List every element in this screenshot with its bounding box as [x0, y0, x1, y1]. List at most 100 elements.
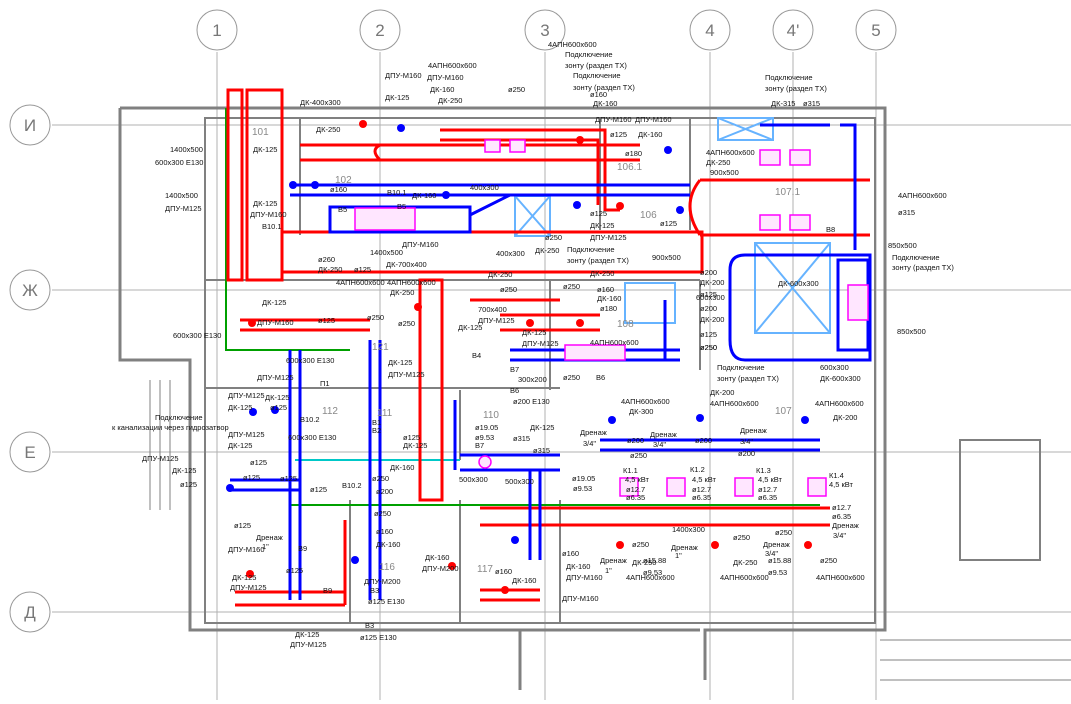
annotation-label: ДК-600x300	[778, 279, 819, 288]
annotation-label: ДК-160	[512, 576, 536, 585]
annotation-label: ДК-700x400	[386, 260, 427, 269]
annotation-label: 500x300	[459, 475, 488, 484]
annotation-label: зонту (раздел ТХ)	[717, 374, 779, 383]
annotation-label: ДК-125	[172, 466, 196, 475]
annotation-label: ø250	[700, 343, 717, 352]
annotation-label: 4,5 кВт	[758, 475, 783, 484]
annotation-label: ø180	[600, 304, 617, 313]
annotation-label: Дренаж	[650, 430, 677, 439]
annotation-label: ДК-125	[265, 393, 289, 402]
drain-lines	[225, 108, 820, 506]
annotation-label: 4АПН600x600	[336, 278, 385, 287]
annotation-label: ø12.7	[758, 485, 777, 494]
annotation-label: 4АПН600x600	[626, 573, 675, 582]
annotation-label: В5	[338, 205, 347, 214]
annotation-label: ø125	[590, 209, 607, 218]
annotation-label: ДК-300	[629, 407, 653, 416]
axis-label-d: Д	[24, 603, 36, 622]
room-number: 116	[379, 562, 395, 573]
annotation-label: К1.1	[623, 466, 638, 475]
annotation-label: ø6.35	[692, 493, 711, 502]
annotation-label: ø9.53	[475, 433, 494, 442]
annotation-label: зонту (раздел ТХ)	[565, 61, 627, 70]
annotation-label: ø315	[533, 446, 550, 455]
annotation-label: В2	[372, 426, 381, 435]
room-number: 111	[377, 408, 393, 419]
annotation-label: 4,5 кВт	[625, 475, 650, 484]
annotation-label: ø250	[630, 451, 647, 460]
annotation-label: 1"	[605, 566, 612, 575]
annotation-label: ДПУ-М160	[566, 573, 603, 582]
annotation-label: ø250	[733, 533, 750, 542]
room-number: 102	[335, 175, 352, 186]
annotation-label: ДК-125	[228, 441, 252, 450]
annotation-label: ДК-125	[228, 403, 252, 412]
annotation-label: 4АПН600x600	[720, 573, 769, 582]
annotation-label: ДК-160	[566, 562, 590, 571]
annotation-label: зонту (раздел ТХ)	[765, 84, 827, 93]
annotation-label: ДПУ-М160	[595, 115, 632, 124]
annotation-label: ДПУ-М125	[230, 583, 267, 592]
annotation-label: 3/4"	[765, 549, 778, 558]
annotation-label: 600x300 Е130	[288, 433, 336, 442]
annotation-label: ДК-160	[593, 99, 617, 108]
annotation-label: ø250	[374, 509, 391, 518]
annotation-label: ø6.35	[626, 493, 645, 502]
annotation-label: 600x300 Е130	[173, 331, 221, 340]
annotation-label: ø250	[367, 313, 384, 322]
annotation-label: к канализации через гидрозатвор	[112, 423, 229, 432]
annotation-label: ø180	[625, 149, 642, 158]
annotation-label: ø125	[403, 433, 420, 442]
annotation-label: ø250	[545, 233, 562, 242]
annotation-label: 4АПН600x600	[706, 148, 755, 157]
annotation-label: ДК-125	[530, 423, 554, 432]
annotation-label: ø200	[700, 268, 717, 277]
annotation-label: В6	[510, 386, 519, 395]
annotation-label: Подключение	[573, 71, 621, 80]
room-number: 107	[775, 406, 792, 417]
annotation-label: ø19.05	[572, 474, 595, 483]
annotation-label: Дренаж	[763, 540, 790, 549]
annotation-label: Дренаж	[832, 521, 859, 530]
annotation-label: ДПУ-М125	[478, 316, 515, 325]
annotation-label: ø125	[243, 473, 260, 482]
building-walls	[118, 106, 1071, 690]
annotation-label: ДК-125	[522, 328, 546, 337]
annotation-label: Дренаж	[600, 556, 627, 565]
annotation-label: ø315	[513, 434, 530, 443]
annotation-label: ø250	[500, 285, 517, 294]
annotation-label: ø250	[563, 373, 580, 382]
annotation-label: ДК-160	[376, 540, 400, 549]
annotation-label: 1"	[675, 551, 682, 560]
annotation-label: ø15.88	[768, 556, 791, 565]
annotation-label: ДК-125	[253, 145, 277, 154]
annotation-label: ДПУ-М200	[364, 577, 401, 586]
annotation-label: ø260	[318, 255, 335, 264]
annotation-label: ø125	[354, 265, 371, 274]
annotation-label: ДК-250	[706, 158, 730, 167]
annotation-label: ø200 Е130	[513, 397, 550, 406]
annotation-label: ДК-160	[430, 85, 454, 94]
room-number: 108	[617, 319, 634, 330]
annotation-label: ДК-600x300	[820, 374, 861, 383]
annotation-label: 4АПН600x600	[815, 399, 864, 408]
room-number: 106	[640, 210, 657, 221]
annotation-label: К1.3	[756, 466, 771, 475]
annotation-label: Дренаж	[740, 426, 767, 435]
annotation-label: 400x300	[496, 249, 525, 258]
axis-markers	[9, 9, 897, 633]
annotation-label: В10.2	[300, 415, 320, 424]
annotation-label: ДК-125	[232, 573, 256, 582]
annotation-label: ø250	[563, 282, 580, 291]
annotation-label: ø200	[738, 449, 755, 458]
annotation-label: ДПУ-М160	[402, 240, 439, 249]
annotation-label: ДПУ-М200	[422, 564, 459, 573]
annotation-label: ДПУ-М125	[388, 370, 425, 379]
annotation-label: Подключение	[565, 50, 613, 59]
annotation-label: ДПУ-М125	[590, 233, 627, 242]
annotation-label: ДК-200	[710, 388, 734, 397]
annotation-label: Подключение	[567, 245, 615, 254]
room-number: 107.1	[775, 187, 800, 198]
